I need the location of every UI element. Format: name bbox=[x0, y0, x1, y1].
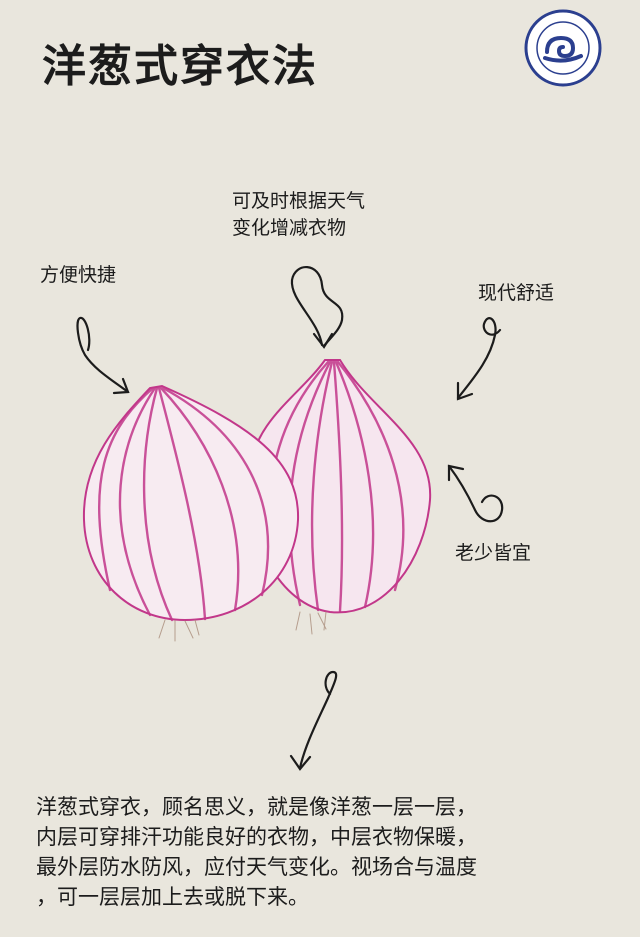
arrow-top-icon bbox=[290, 266, 344, 348]
onion-right bbox=[248, 359, 432, 635]
label-adjust-line-1: 可及时根据天气 bbox=[232, 190, 366, 212]
description-line-2: 内层可穿排汗功能良好的衣物，中层衣物保暖， bbox=[36, 825, 477, 849]
label-adjust-clothing: 可及时根据天气 变化增减衣物 bbox=[232, 188, 365, 242]
arrow-old-icon bbox=[447, 464, 504, 523]
arrow-icons bbox=[76, 266, 504, 771]
page-title: 洋葱式穿衣法 bbox=[42, 41, 318, 92]
description-line-1: 洋葱式穿衣，顾名思义，就是像洋葱一层一层， bbox=[36, 795, 477, 819]
meteorological-bureau-seal-icon bbox=[524, 9, 602, 87]
arrow-bottom-icon bbox=[298, 670, 338, 770]
arrow-right-icon bbox=[456, 317, 502, 400]
arrow-left-icon bbox=[76, 316, 130, 394]
label-all-ages: 老少皆宜 bbox=[455, 542, 532, 564]
label-convenient: 方便快捷 bbox=[40, 264, 117, 286]
arrow-left-head bbox=[112, 377, 130, 395]
arrow-bottom-head bbox=[289, 754, 312, 771]
arrow-right-head bbox=[456, 381, 474, 401]
label-modern-comfort: 现代舒适 bbox=[478, 282, 555, 304]
description-line-3: 最外层防水防风，应付天气变化。视场合与温度 bbox=[36, 855, 477, 879]
arrow-top-head bbox=[312, 332, 334, 349]
arrow-old-head bbox=[447, 464, 465, 482]
description-line-4: ，可一层层加上去或脱下来。 bbox=[36, 885, 309, 909]
label-adjust-line-2: 变化增减衣物 bbox=[232, 217, 347, 239]
description-paragraph: 洋葱式穿衣，顾名思义，就是像洋葱一层一层， 内层可穿排汗功能良好的衣物，中层衣物… bbox=[36, 792, 631, 912]
onion-left bbox=[82, 384, 300, 642]
